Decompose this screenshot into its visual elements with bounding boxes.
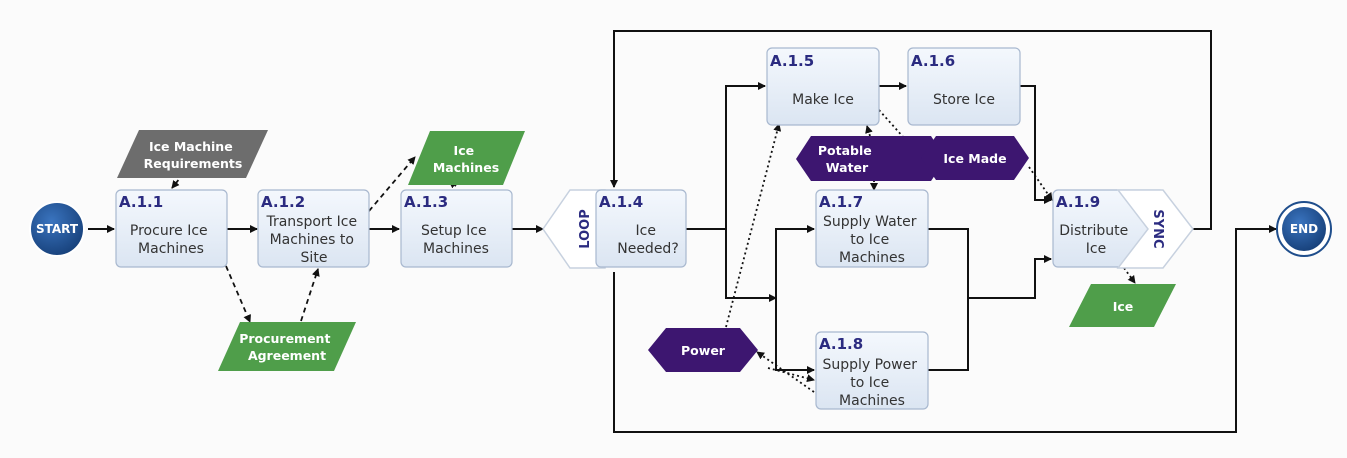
function-a17[interactable]: A.1.7 Supply Water to Ice Machines bbox=[815, 189, 929, 268]
function-label: Distribute Ice bbox=[1059, 223, 1132, 257]
resource-label: Power bbox=[681, 343, 726, 358]
end-terminal[interactable]: END bbox=[1276, 201, 1332, 257]
flow-a16-a19 bbox=[1020, 85, 1052, 204]
item-label: Procurement Agreement bbox=[239, 331, 335, 363]
function-a11[interactable]: A.1.1 Procure Ice Machines bbox=[115, 189, 228, 268]
function-a14[interactable]: A.1.4 Ice Needed? bbox=[595, 189, 687, 268]
item-label: Ice Machine Requirements bbox=[144, 139, 243, 171]
function-a13[interactable]: A.1.3 Setup Ice Machines bbox=[400, 189, 513, 268]
flow-join-a19 bbox=[968, 255, 1052, 299]
flow-branch-down bbox=[725, 229, 777, 302]
flow-a17-join bbox=[928, 228, 969, 298]
item-ice-machines[interactable]: Ice Machines bbox=[408, 131, 525, 185]
loop-label: LOOP bbox=[578, 209, 593, 248]
flow-water-a15 bbox=[865, 125, 873, 137]
resource-label: Potable Water bbox=[818, 143, 876, 175]
flow-a11-agreement bbox=[225, 265, 251, 323]
function-id: A.1.2 bbox=[261, 193, 305, 211]
sync-control[interactable]: SYNC bbox=[1116, 189, 1194, 269]
function-id: A.1.3 bbox=[404, 193, 448, 211]
function-label: Make Ice bbox=[792, 92, 854, 108]
function-a15[interactable]: A.1.5 Make Ice bbox=[766, 47, 880, 126]
flow-a15-icemade bbox=[878, 109, 923, 159]
function-label: Setup Ice Machines bbox=[421, 223, 491, 257]
flow-loopback bbox=[610, 30, 1212, 230]
function-label: Ice Needed? bbox=[617, 223, 679, 257]
item-label: Ice Machines bbox=[433, 143, 499, 175]
function-a12[interactable]: A.1.2 Transport Ice Machines to Site bbox=[257, 189, 370, 268]
function-id: A.1.6 bbox=[911, 52, 955, 70]
sync-label: SYNC bbox=[1150, 209, 1165, 248]
item-label: Ice bbox=[1113, 299, 1134, 314]
item-procurement-agreement[interactable]: Procurement Agreement bbox=[218, 322, 356, 371]
flow-a18-join bbox=[928, 298, 969, 371]
function-label: Transport Ice Machines to Site bbox=[265, 214, 361, 266]
start-label: START bbox=[36, 222, 79, 236]
function-label: Supply Power to Ice Machines bbox=[823, 357, 922, 409]
flow-a18-power bbox=[756, 351, 815, 393]
function-id: A.1.8 bbox=[819, 335, 863, 353]
function-id: A.1.7 bbox=[819, 193, 863, 211]
flow-icemade-a19 bbox=[1028, 166, 1053, 201]
flow-branch-a15 bbox=[725, 82, 766, 229]
item-ice[interactable]: Ice bbox=[1069, 284, 1176, 327]
function-label: Store Ice bbox=[933, 92, 995, 108]
flow-power-a15 bbox=[725, 123, 782, 328]
end-label: END bbox=[1290, 222, 1318, 236]
resource-power[interactable]: Power bbox=[648, 328, 758, 372]
flow-branch-a17 bbox=[775, 225, 815, 298]
flow-agreement-a12 bbox=[300, 268, 320, 322]
resource-ice-made[interactable]: Ice Made bbox=[921, 136, 1029, 180]
function-id: A.1.4 bbox=[599, 193, 643, 211]
flow-branch-a18 bbox=[775, 298, 815, 374]
function-a18[interactable]: A.1.8 Supply Power to Ice Machines bbox=[815, 331, 929, 410]
start-terminal[interactable]: START bbox=[29, 201, 85, 257]
function-id: A.1.5 bbox=[770, 52, 814, 70]
connectors bbox=[88, 30, 1277, 433]
flow-a19-ice bbox=[1123, 267, 1136, 284]
resource-potable-water[interactable]: Potable Water bbox=[796, 136, 946, 181]
resource-label: Ice Made bbox=[943, 151, 1006, 166]
function-label: Procure Ice Machines bbox=[130, 223, 212, 257]
flow-a12-machines bbox=[368, 156, 416, 212]
flow-loop-exit bbox=[613, 225, 1277, 433]
function-label: Supply Water to Ice Machines bbox=[823, 214, 921, 266]
function-a16[interactable]: A.1.6 Store Ice bbox=[907, 47, 1021, 126]
item-ice-machine-requirements[interactable]: Ice Machine Requirements bbox=[117, 130, 268, 178]
function-id: A.1.1 bbox=[119, 193, 163, 211]
function-id: A.1.9 bbox=[1056, 193, 1100, 211]
